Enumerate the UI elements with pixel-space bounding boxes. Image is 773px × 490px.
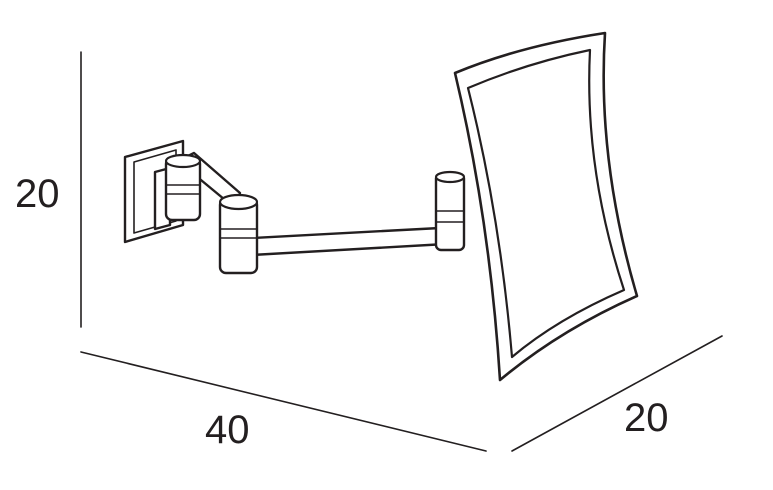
mirror-glass — [466, 48, 626, 359]
mirror-frame — [453, 31, 639, 382]
depth-dimension-line — [511, 335, 723, 452]
dimension-lines — [80, 51, 723, 452]
wall-pivot-cylinder — [164, 153, 202, 222]
width-label: 40 — [205, 408, 250, 452]
elbow-cylinder — [218, 193, 259, 275]
width-dimension-line — [80, 351, 487, 452]
height-label: 20 — [15, 172, 60, 216]
depth-label: 20 — [624, 396, 669, 440]
mirror-pivot-cylinder — [434, 170, 466, 252]
second-arm — [250, 226, 448, 257]
